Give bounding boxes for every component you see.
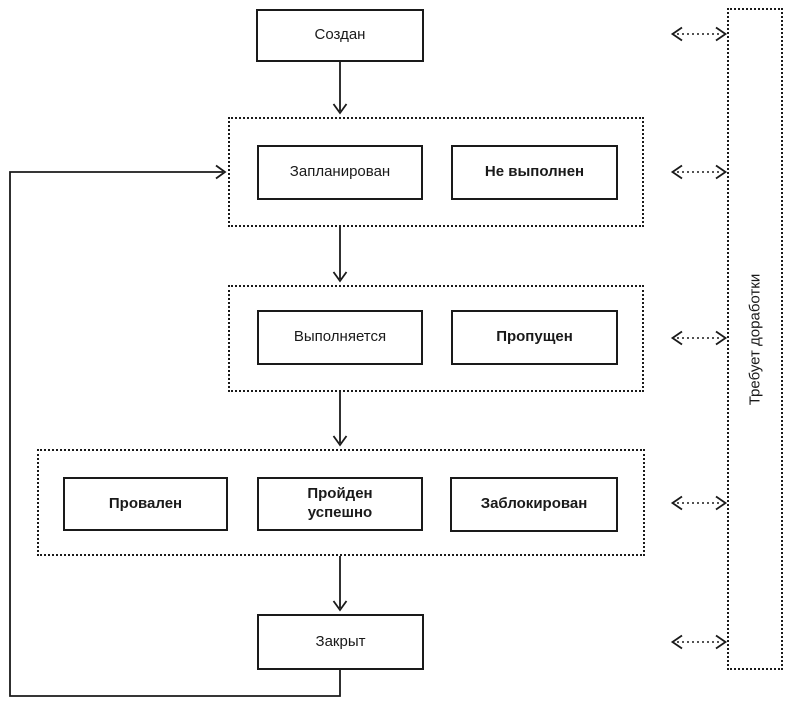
rework-arrow-execution [670,330,728,346]
node-passed: Пройден успешно [257,477,423,531]
rework-label: Требует доработки [746,273,764,405]
group-result [37,449,645,556]
arrow-execution-to-result [332,392,348,447]
rework-arrow-scheduled [670,164,728,180]
rework-arrow-result [670,495,728,511]
node-planned: Запланирован [257,145,423,200]
node-closed: Закрыт [257,614,424,670]
group-scheduled [228,117,644,227]
node-rework: Требует доработки [727,8,783,670]
rework-arrow-closed [670,634,728,650]
node-not-executed: Не выполнен [451,145,618,200]
node-created: Создан [256,9,424,62]
node-skipped: Пропущен [451,310,618,365]
node-blocked: Заблокирован [450,477,618,532]
rework-arrow-created [670,26,728,42]
arrow-result-to-closed [332,556,348,612]
arrow-created-to-scheduled [332,62,348,115]
arrow-closed-loop-to-scheduled [9,164,341,697]
node-failed: Провален [63,477,228,531]
arrow-scheduled-to-execution [332,227,348,283]
node-in-progress: Выполняется [257,310,423,365]
group-execution [228,285,644,392]
